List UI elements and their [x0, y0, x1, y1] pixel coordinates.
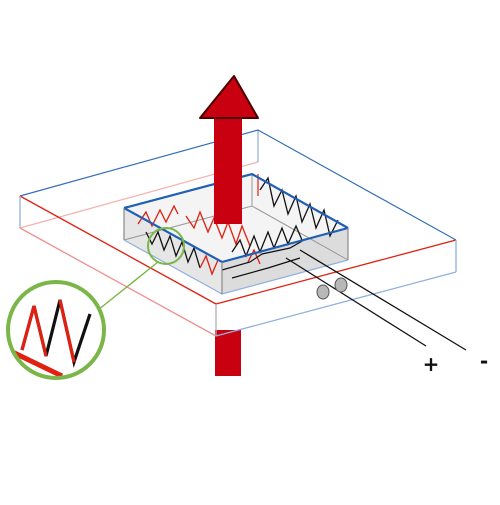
connector-screw-left [316, 284, 330, 300]
negative-terminal-label: - [480, 349, 488, 373]
magnified-detail [6, 280, 106, 380]
magnifier-focus-circle [147, 227, 185, 265]
external-lead-wires [285, 249, 467, 351]
heat-flow-arrow [199, 75, 259, 224]
positive-terminal-label: + [423, 352, 440, 376]
heat-flow-arrow-lower [215, 330, 241, 376]
magnifier-connector-line [97, 261, 159, 311]
connector-screws [316, 277, 348, 300]
internal-lead-wires [221, 239, 305, 279]
connector-screw-right [334, 277, 348, 293]
thermocouple-front-row [145, 224, 303, 276]
